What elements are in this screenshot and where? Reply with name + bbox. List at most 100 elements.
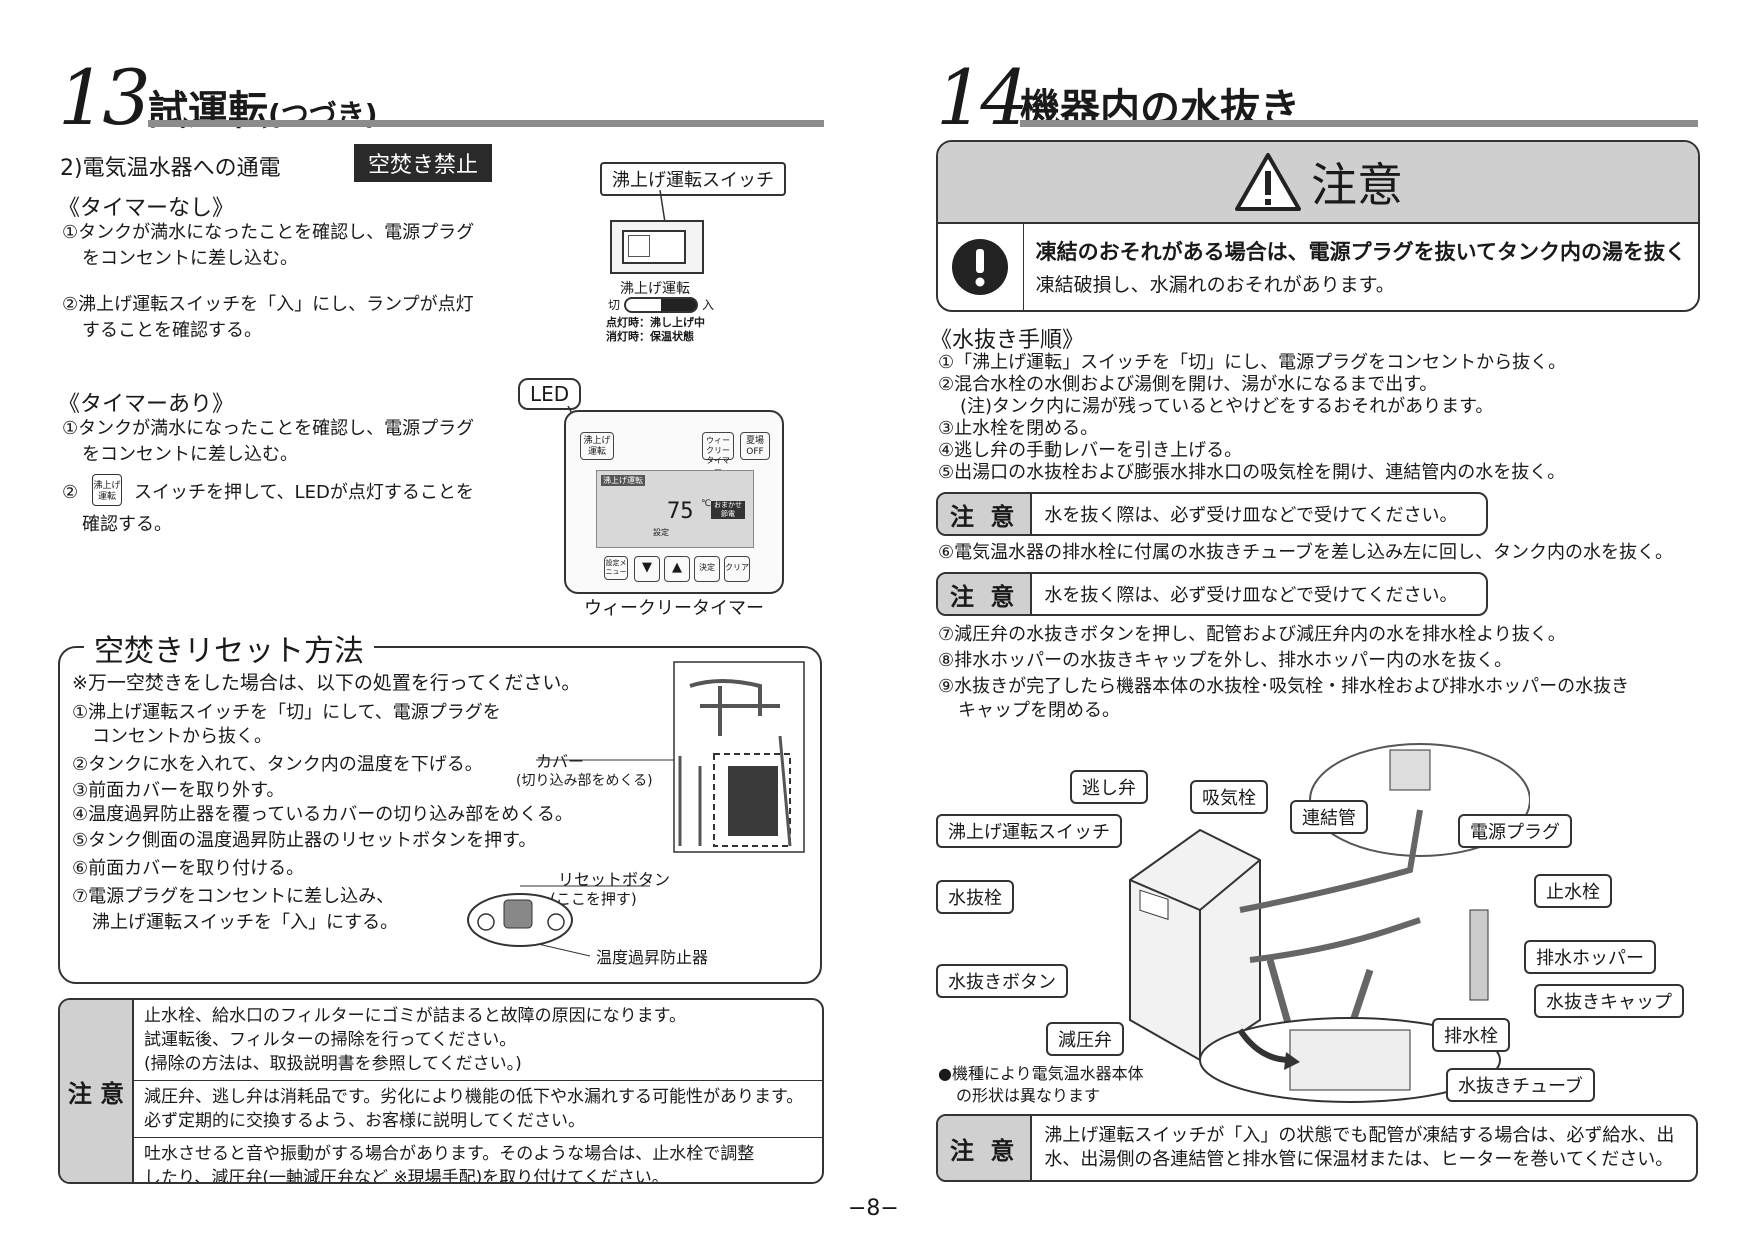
caution-line: 止水栓、給水口のフィルターにゴミが詰まると故障の原因になります。	[144, 1006, 686, 1026]
boil-switch-panel[interactable]	[610, 220, 704, 274]
label-drain-valve: 排水栓	[1432, 1018, 1510, 1052]
no-dry-fire-tag: 空焚き禁止	[354, 144, 493, 182]
caution-line: 必ず定期的に交換するよう、お客様に説明してください。	[144, 1111, 585, 1131]
label-intake-plug: 吸気栓	[1190, 780, 1268, 814]
no-timer-line: することを確認する。	[82, 320, 262, 341]
procedure-line: ⑤出湯口の水抜栓および膨張水排水口の吸気栓を開け、連結管内の水を抜く。	[938, 462, 1566, 483]
label-drain-cap: 水抜きキャップ	[1534, 984, 1684, 1018]
off-label: 切	[608, 298, 621, 312]
no-timer-line: をコンセントに差し込む。	[82, 248, 298, 269]
ok-button[interactable]: 決定	[694, 556, 720, 582]
reset-line: ④温度過昇防止器を覆っているカバーの切り込み部をめくる。	[72, 804, 573, 825]
left-caution-table: 注 意 止水栓、給水口のフィルターにゴミが詰まると故障の原因になります。 試運転…	[58, 998, 824, 1184]
reset-line: コンセントから抜く。	[92, 726, 272, 747]
caution-line: (掃除の方法は、取扱説明書を参照してください。)	[144, 1054, 522, 1074]
lcd-sub-label: 設定	[653, 528, 669, 537]
procedure-line: ②混合水栓の水側および湯側を開け、湯が水になるまで出す。	[938, 374, 1438, 395]
procedure-line: ⑧排水ホッパーの水抜きキャップを外し、排水ホッパー内の水を抜く。	[938, 650, 1513, 671]
procedure-line: ③止水栓を閉める。	[938, 418, 1099, 439]
lamp-note-on: 点灯時：沸し上げ中	[606, 316, 705, 329]
label-connect-pipe: 連結管	[1290, 800, 1368, 834]
no-timer-heading: 《タイマーなし》	[58, 196, 235, 221]
warning-text: 凍結のおそれがある場合は、電源プラグを抜いてタンク内の湯を抜く 凍結破損し、水漏…	[1024, 224, 1698, 310]
boil-button-icon: 沸上げ運転	[92, 474, 122, 506]
lamp-bar	[624, 296, 699, 313]
caution-rows: 止水栓、給水口のフィルターにゴミが詰まると故障の原因になります。 試運転後、フィ…	[134, 1000, 822, 1182]
label-drain-tube: 水抜きチューブ	[1446, 1068, 1595, 1102]
clear-button[interactable]: クリア	[724, 556, 750, 582]
title-main: 試運転	[148, 88, 268, 134]
switch-rocker[interactable]	[622, 230, 686, 264]
no-timer-line: ①タンクが満水になったことを確認し、電源プラグ	[62, 222, 475, 243]
section-title-13: 試運転(つづき)	[148, 78, 378, 136]
mandatory-icon-cell	[938, 224, 1024, 310]
procedure-line-6: ⑥電気温水器の排水栓に付属の水抜きチューブを差し込み左に回し、タンク内の水を抜く…	[938, 542, 1674, 563]
protector-label: 温度過昇防止器	[596, 948, 709, 967]
procedure-line: (注)タンク内に湯が残っているとやけどをするおそれがあります。	[960, 396, 1494, 417]
label-drain-button: 水抜きボタン	[936, 964, 1068, 998]
reset-button-label: リセットボタン	[558, 870, 671, 889]
reset-intro: ※万一空焚きをした場合は、以下の処置を行ってください。	[72, 672, 581, 694]
label-stop-valve: 止水栓	[1534, 874, 1612, 908]
warning-body: 凍結のおそれがある場合は、電源プラグを抜いてタンク内の湯を抜く 凍結破損し、水漏…	[938, 224, 1698, 310]
procedure-line: ④逃し弁の手動レバーを引き上げる。	[938, 440, 1243, 461]
rocker-face	[628, 235, 650, 257]
reset-button-sub: (ここを押す)	[550, 890, 637, 908]
label-relief-valve: 逃し弁	[1070, 770, 1148, 804]
warning-triangle-icon	[1235, 153, 1301, 211]
label-reducer: 減圧弁	[1046, 1022, 1124, 1056]
section-number-13: 13	[58, 53, 151, 142]
tank-interior-figure	[536, 661, 805, 853]
caution-line: 沸上げ運転スイッチが「入」の状態でも配管が凍結する場合は、必ず給水、出	[1044, 1125, 1675, 1146]
on-label: 入	[702, 298, 715, 312]
diagram-note: の形状は異なります	[956, 1086, 1101, 1105]
protector-figure	[467, 885, 650, 957]
reset-line: ⑦電源プラグをコンセントに差し込み、	[72, 886, 395, 907]
lcd-top-label: 沸上げ運転	[601, 475, 645, 486]
diagram-note: ●機種により電気温水器本体	[938, 1064, 1144, 1083]
lcd-screen: 沸上げ運転 75 ℃ おまかせ節電 設定	[596, 470, 754, 548]
label-drain-plug: 水抜栓	[936, 880, 1014, 914]
lcd-badge: おまかせ節電	[711, 501, 745, 519]
with-timer-line: をコンセントに差し込む。	[82, 444, 298, 465]
section-number-14: 14	[936, 53, 1029, 142]
dry-fire-reset-box	[58, 646, 822, 984]
caution-head: 注 意	[938, 1116, 1033, 1180]
title-rule-14	[1020, 120, 1698, 127]
procedure-line: ⑨水抜きが完了したら機器本体の水抜栓･吸気栓・排水栓および排水ホッパーの水抜き	[938, 676, 1630, 697]
with-timer-line: ①タンクが満水になったことを確認し、電源プラグ	[62, 418, 475, 439]
caution-line: 減圧弁、逃し弁は消耗品です。劣化により機能の低下や水漏れする可能性があります。	[144, 1087, 804, 1107]
caution-text: 沸上げ運転スイッチが「入」の状態でも配管が凍結する場合は、必ず給水、出 水、出湯…	[1032, 1116, 1686, 1180]
up-button[interactable]: ▲	[664, 556, 690, 582]
label-power-plug: 電源プラグ	[1458, 814, 1572, 848]
procedure-line: ⑦減圧弁の水抜きボタンを押し、配管および減圧弁内の水を排水栓より抜く。	[938, 624, 1566, 645]
warning-title: 注意	[1311, 158, 1403, 212]
caution-line: 試運転後、フィルターの掃除を行ってください。	[144, 1030, 517, 1050]
switch-indicator: 切 入	[608, 296, 714, 313]
weekly-timer-button[interactable]: ウィークリータイマー	[702, 432, 734, 475]
procedure-line: ①「沸上げ運転」スイッチを「切」にし、電源プラグをコンセントから抜く。	[938, 352, 1567, 373]
switch-panel-label: 沸上げ運転	[620, 281, 690, 297]
lcd-unit: ℃	[701, 499, 712, 509]
caution-line: 水、出湯側の各連結管と排水管に保温材または、ヒーターを巻いてください。	[1044, 1149, 1674, 1170]
switch-callout: 沸上げ運転スイッチ	[600, 162, 786, 196]
procedure-heading: 《水抜き手順》	[930, 328, 1085, 353]
reset-line: ②タンクに水を入れて、タンク内の温度を下げる。	[72, 754, 483, 775]
summer-off-button[interactable]: 夏場OFF	[740, 432, 770, 460]
warning-header: 注意	[938, 142, 1698, 224]
caution-row-consumables: 減圧弁、逃し弁は消耗品です。劣化により機能の低下や水漏れする可能性があります。 …	[134, 1081, 822, 1138]
no-timer-line: ②沸上げ運転スイッチを「入」にし、ランプが点灯	[62, 294, 474, 315]
caution-text: 水を抜く際は、必ず受け皿などで受けてください。	[1044, 585, 1458, 606]
with-timer-line: 確認する。	[82, 514, 172, 535]
caution-head: 注 意	[938, 494, 1033, 534]
reset-line: ⑥前面カバーを取り付ける。	[72, 858, 305, 879]
lamp-note-off: 消灯時：保温状態	[606, 330, 694, 343]
boil-run-button[interactable]: 沸上げ運転	[580, 432, 614, 460]
down-button[interactable]: ▼	[634, 556, 660, 582]
caution-receive-water-2: 注 意 水を抜く際は、必ず受け皿などで受けてください。	[936, 572, 1488, 616]
subheading-power: 2)電気温水器への通電	[60, 156, 281, 181]
reset-line: 沸上げ運転スイッチを「入」にする。	[92, 912, 399, 933]
caution-row-noise: 吐水させると音や振動がする場合があります。そのような場合は、止水栓で調整 したり…	[134, 1138, 822, 1182]
label-boil-switch: 沸上げ運転スイッチ	[936, 814, 1122, 848]
setting-menu-button[interactable]: 設定メニュー	[604, 556, 628, 580]
